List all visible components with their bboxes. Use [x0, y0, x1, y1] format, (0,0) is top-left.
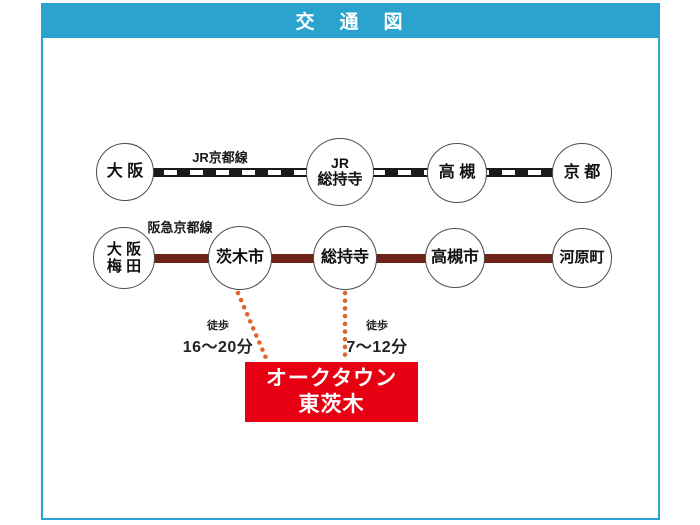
header-bar: 交 通 図: [41, 3, 660, 38]
station-osaka-umeda-label-top: 大 阪: [106, 240, 142, 258]
walk-word-right: 徒歩: [366, 320, 388, 332]
walk-minutes-left: 16～20分: [182, 339, 254, 356]
station-kawaramachi-label: 河原町: [559, 249, 605, 267]
station-ibarakishi: 茨木市: [208, 226, 272, 290]
station-osaka-umeda-label-bottom: 梅 田: [106, 258, 142, 275]
station-takatsukishi-label: 高槻市: [430, 248, 479, 266]
station-osaka: 大 阪: [96, 143, 154, 201]
walk-word-left: 徒歩: [207, 320, 229, 332]
walk-time-from-sojiji: 徒歩 7～12分: [327, 317, 427, 357]
station-takatsuki-label: 高 槻: [438, 163, 476, 181]
walk-time-from-ibarakishi: 徒歩 16～20分: [168, 317, 268, 357]
destination-name-line2: 東茨木: [298, 393, 365, 416]
station-takatsuki: 高 槻: [427, 143, 487, 203]
station-kyoto: 京 都: [552, 143, 612, 203]
destination-oaktown-higashi-ibaraki: オークタウン 東茨木: [245, 362, 418, 422]
station-sojiji-label: 総持寺: [320, 248, 369, 266]
destination-name-line1: オークタウン: [265, 367, 398, 391]
station-kawaramachi: 河原町: [552, 228, 612, 288]
walk-minutes-right: 7～12分: [346, 339, 408, 356]
station-ibarakishi-label: 茨木市: [215, 248, 264, 266]
station-osaka-umeda: 大 阪 梅 田: [93, 227, 155, 289]
page-title: 交 通 図: [295, 12, 406, 33]
station-osaka-label: 大 阪: [106, 162, 144, 180]
station-kyoto-label: 京 都: [563, 163, 601, 181]
station-sojiji: 総持寺: [313, 226, 377, 290]
station-jr-sojiji: JR 総持寺: [306, 138, 374, 206]
hankyu-kyoto-line-label: 阪急京都線: [147, 220, 213, 235]
jr-kyoto-line-label: JR京都線: [192, 150, 248, 165]
station-jr-sojiji-label-bottom: 総持寺: [317, 171, 363, 189]
station-takatsukishi: 高槻市: [425, 228, 485, 288]
station-jr-sojiji-label-top: JR: [331, 155, 349, 172]
